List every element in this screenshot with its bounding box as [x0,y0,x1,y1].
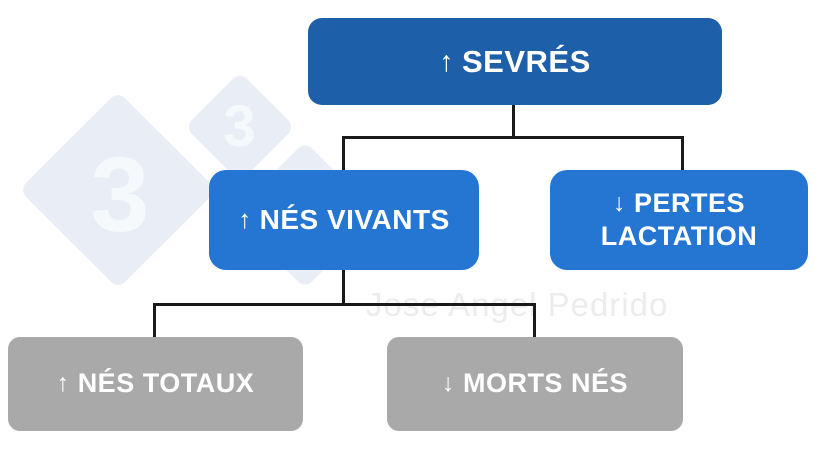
node-sevres-label: SEVRÉS [461,43,591,79]
connector-to-pertes [681,136,684,172]
node-pertes-lactation-label: PERTES LACTATION [600,187,758,252]
up-arrow-icon: ↑ [56,370,70,398]
connector-to-morts-nes [533,303,536,338]
connector-bottom-horizontal [153,303,536,306]
up-arrow-icon: ↑ [439,45,454,78]
connector-top-horizontal [342,136,684,139]
down-arrow-icon: ↓ [613,189,626,217]
down-arrow-icon: ↓ [442,370,455,398]
connector-root-down [512,104,515,138]
node-pertes-lactation: ↓PERTES LACTATION [550,170,808,270]
node-morts-nes: ↓MORTS NÉS [387,337,683,431]
node-nes-vivants: ↑NÉS VIVANTS [209,170,479,270]
node-nes-vivants-label: NÉS VIVANTS [259,203,450,235]
brand-numeral-large: 3 [90,136,150,254]
connector-nes-vivants-down [342,269,345,305]
connector-to-nes-totaux [153,303,156,338]
node-nes-totaux: ↑NÉS TOTAUX [8,337,303,431]
node-sevres: ↑SEVRÉS [308,18,722,105]
connector-to-nes-vivants [342,136,345,172]
up-arrow-icon: ↑ [238,205,252,234]
brand-numeral-small: 3 [223,94,256,159]
node-nes-totaux-label: NÉS TOTAUX [77,368,255,399]
node-morts-nes-label: MORTS NÉS [462,368,628,399]
